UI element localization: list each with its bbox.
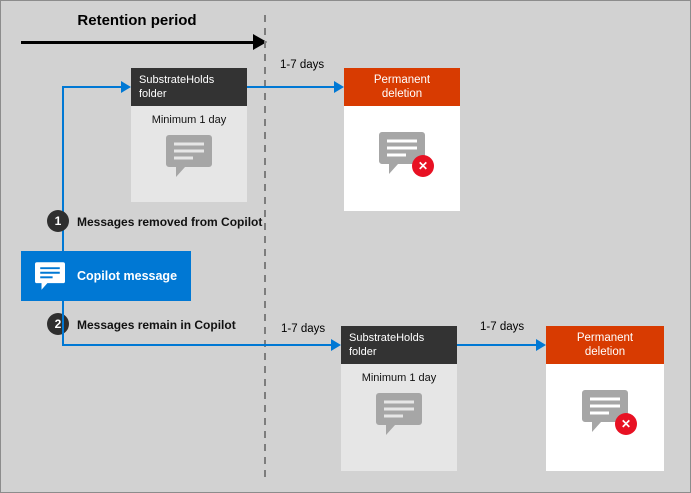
arrowhead-substrate-top-icon bbox=[121, 81, 131, 93]
duration-label-bottom-left: 1-7 days bbox=[281, 323, 326, 335]
permanent-deletion-top: Permanent deletion bbox=[344, 68, 460, 106]
copilot-message-icon bbox=[35, 262, 65, 290]
permanent-deletion-panel-bottom: ✕ bbox=[546, 364, 664, 471]
connector-copilot-up bbox=[62, 86, 64, 251]
connector-substrate-to-deletion-bottom bbox=[457, 344, 536, 346]
copilot-message-label: Copilot message bbox=[77, 269, 178, 283]
connector-substrate-to-deletion-top bbox=[247, 86, 334, 88]
substrate-holds-folder-top: SubstrateHolds folder bbox=[131, 68, 247, 106]
step-1-label: Messages removed from Copilot bbox=[77, 215, 263, 229]
deleted-message-icon: ✕ bbox=[582, 390, 637, 435]
substrate-holds-folder-bottom: SubstrateHolds folder bbox=[341, 326, 457, 364]
arrowhead-substrate-bottom-icon bbox=[331, 339, 341, 351]
diagram-title: Retention period bbox=[77, 12, 197, 29]
message-icon bbox=[376, 393, 422, 435]
step-2-badge: 2 bbox=[47, 313, 69, 335]
step-2-label: Messages remain in Copilot bbox=[77, 318, 236, 332]
minimum-1-day-label: Minimum 1 day bbox=[151, 114, 227, 126]
message-icon bbox=[166, 135, 212, 177]
minimum-1-day-label: Minimum 1 day bbox=[361, 372, 437, 384]
duration-label-bottom-right: 1-7 days bbox=[480, 321, 525, 333]
retention-boundary-dashed-line bbox=[264, 15, 266, 481]
delete-x-icon: ✕ bbox=[615, 413, 637, 435]
deleted-message-icon: ✕ bbox=[379, 132, 434, 177]
delete-x-icon: ✕ bbox=[412, 155, 434, 177]
step-1-badge: 1 bbox=[47, 210, 69, 232]
substrate-holds-panel-top: Minimum 1 day bbox=[131, 106, 247, 202]
arrowhead-deletion-bottom-icon bbox=[536, 339, 546, 351]
permanent-deletion-panel-top: ✕ bbox=[344, 106, 460, 211]
copilot-message-box: Copilot message bbox=[21, 251, 191, 301]
permanent-deletion-bottom: Permanent deletion bbox=[546, 326, 664, 364]
connector-to-substrate-bottom bbox=[62, 344, 331, 346]
arrowhead-deletion-top-icon bbox=[334, 81, 344, 93]
substrate-holds-panel-bottom: Minimum 1 day bbox=[341, 364, 457, 471]
connector-copilot-down bbox=[62, 301, 64, 346]
connector-to-substrate-top bbox=[62, 86, 121, 88]
duration-label-top: 1-7 days bbox=[280, 59, 325, 71]
retention-timeline-arrowhead-icon bbox=[253, 34, 267, 50]
retention-timeline-line bbox=[21, 41, 254, 44]
